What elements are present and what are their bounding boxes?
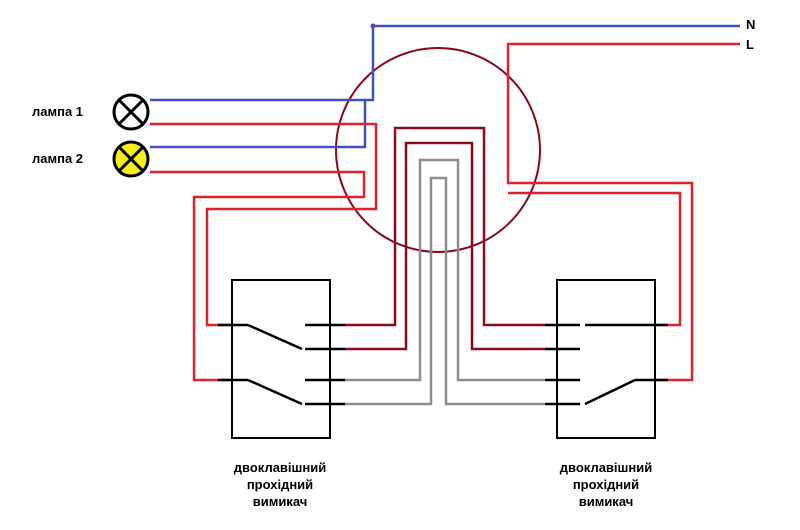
left-caption-line-3: вимикач [252,494,308,509]
right-caption-line-2: прохідний [572,477,640,492]
traveler-3-wire [345,158,545,382]
neutral-label: N [746,17,756,32]
neutral-drop-wire [150,26,375,102]
lamp-1-icon [112,93,150,131]
phase-feed-wire [506,42,740,382]
right-switch-caption: двоклавішний прохідний вимикач [536,459,676,510]
traveler-1-wire [345,126,545,327]
traveler-gray-wires [345,158,545,406]
traveler-2-wire [345,141,545,351]
left-switch-body [231,279,331,439]
lamp-2-icon [112,140,150,178]
line-label: L [746,37,754,52]
lamp-1-label: лампа 1 [32,104,84,119]
neutral-junction-dot [370,23,376,29]
right-switch-contacts [545,323,668,406]
right-caption-line-1: двоклавішний [559,460,653,475]
left-caption-line-2: прохідний [246,477,314,492]
traveler-dark-wires [345,126,545,351]
right-caption-line-3: вимикач [578,494,634,509]
junction-box [335,47,541,253]
lamp-2-label: лампа 2 [32,151,84,166]
right-switch-body [556,279,656,439]
left-switch-contacts [218,323,345,406]
left-switch [218,279,345,439]
neutral-lamp2-wire [150,100,367,149]
neutral-wires [150,24,740,149]
lamp2-feed-wire [150,170,366,382]
right-switch [545,279,668,439]
lamp1-feed-wire [150,122,378,327]
left-caption-line-1: двоклавішний [233,460,327,475]
traveler-4-wire [345,176,545,406]
left-switch-caption: двоклавішний прохідний вимикач [210,459,350,510]
phase-wires [150,42,740,382]
